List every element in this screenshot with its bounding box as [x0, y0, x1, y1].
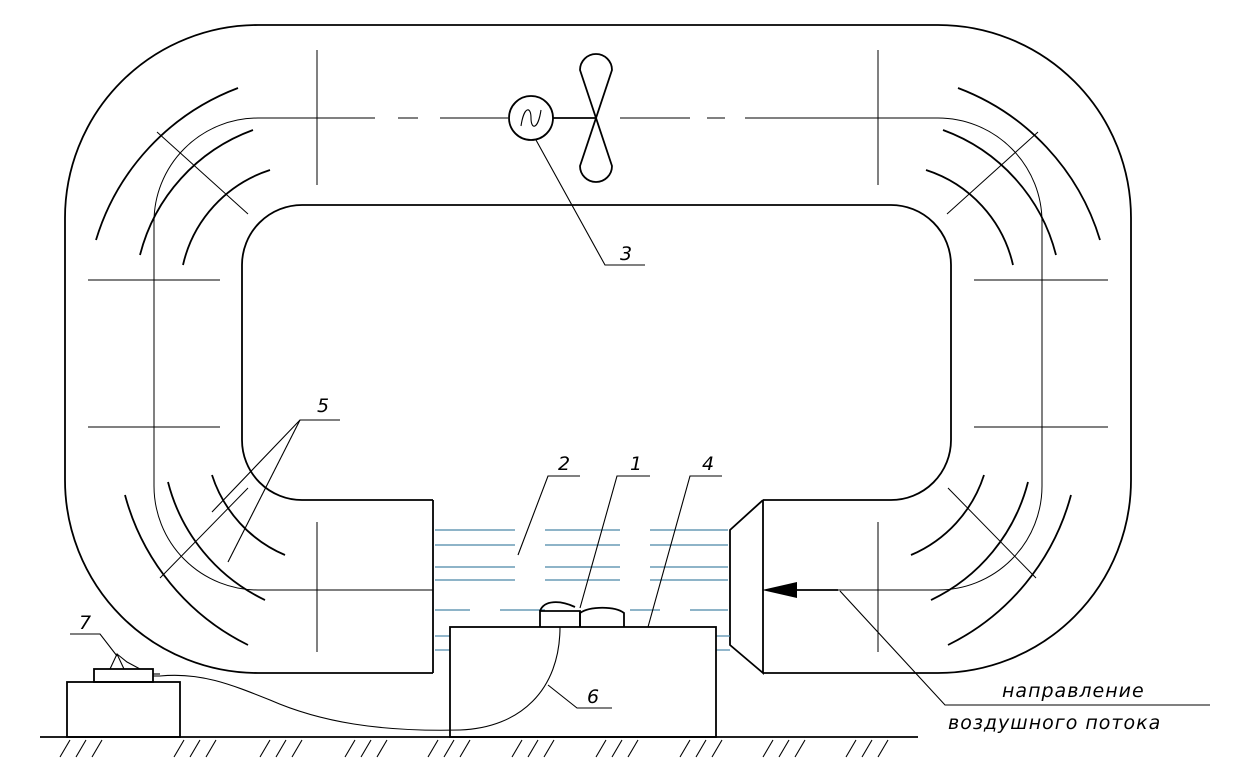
label-7: 7: [79, 612, 91, 634]
label-5: 5: [317, 395, 329, 417]
label-3: 3: [620, 243, 632, 265]
tunnel-inner-wall: [241, 204, 952, 501]
label-6: 6: [587, 686, 599, 708]
fan-assembly: [508, 53, 613, 183]
caption-line-2: воздушного потока: [948, 712, 1161, 734]
leader-lines: [70, 139, 1210, 709]
diffuser-section: [729, 499, 764, 675]
label-4: 4: [702, 453, 714, 475]
test-table: [449, 626, 717, 738]
fan-blade-lower-icon: [579, 115, 613, 183]
centerline-left: [153, 117, 433, 591]
measurement-cable: [153, 626, 561, 731]
measuring-instrument: [66, 652, 181, 738]
airflow-direction-arrow: [762, 582, 838, 598]
motor-sine-icon: [520, 109, 542, 127]
turning-vanes: [95, 87, 1101, 646]
fan-blade-upper-icon: [579, 53, 613, 121]
caption-line-1: направление: [1002, 680, 1145, 702]
label-2: 2: [558, 453, 570, 475]
section-marks: [88, 50, 1108, 652]
label-1: 1: [630, 453, 642, 475]
centerline-right: [745, 117, 1043, 591]
tunnel-outer-wall: [64, 24, 1132, 674]
airflow-lines: [435, 529, 730, 651]
test-specimen: [539, 601, 625, 627]
floor: [40, 736, 918, 758]
